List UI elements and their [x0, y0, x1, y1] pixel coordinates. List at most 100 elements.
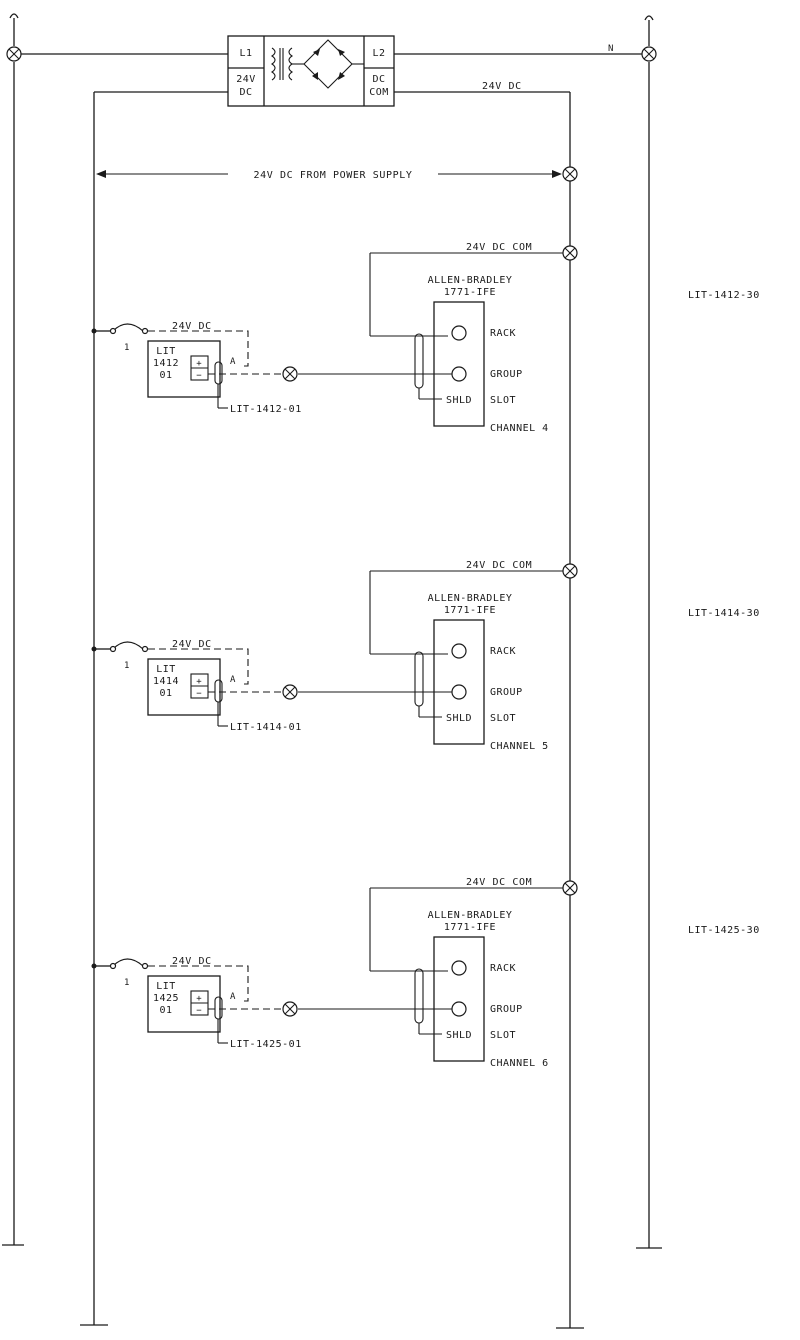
supply-label: 24V DC [172, 321, 212, 332]
bus-label: 24V DC [482, 81, 522, 92]
dc-pos-label-2: DC [239, 87, 252, 98]
switch-icon [112, 323, 144, 332]
tx-line-2: 1412 [153, 358, 179, 369]
tx-line-2: 1425 [153, 993, 179, 1004]
shld-label: SHLD [446, 713, 472, 724]
terminal-com [562, 563, 578, 579]
tx-line-1: LIT [156, 981, 176, 992]
slot-label: SLOT [490, 395, 516, 406]
terminal-com [562, 880, 578, 896]
junction-terminal [282, 366, 298, 382]
shld-label: SHLD [446, 395, 472, 406]
terminal-n [641, 46, 657, 62]
transmitter [147, 658, 221, 716]
group-label: GROUP [490, 369, 523, 380]
loop-tag: LIT-1425-30 [688, 925, 760, 936]
channel-label: CHANNEL 4 [490, 423, 549, 434]
com-label: 24V DC COM [466, 877, 532, 888]
tx-tag: LIT-1412-01 [230, 404, 302, 415]
plus-label: + [196, 994, 202, 1004]
loop-3: 24V DC COM ALLEN-BRADLEY 1771-IFE RACK G… [91, 877, 760, 1069]
card-name: ALLEN-BRADLEY [428, 275, 513, 286]
card-model: 1771-IFE [444, 922, 496, 933]
switch-icon [112, 958, 144, 967]
loop-2: 24V DC COM ALLEN-BRADLEY 1771-IFE RACK G… [91, 560, 760, 752]
card-name: ALLEN-BRADLEY [428, 910, 513, 921]
dc-pos-label-1: 24V [236, 74, 256, 85]
a-label: A [230, 357, 236, 367]
switch-number: 1 [124, 661, 129, 671]
io-card [433, 619, 485, 745]
rack-terminal [451, 960, 467, 976]
card-model: 1771-IFE [444, 287, 496, 298]
minus-label: − [196, 689, 202, 699]
supply-arrow-label: 24V DC FROM POWER SUPPLY [254, 170, 413, 181]
rack-label: RACK [490, 646, 516, 657]
group-label: GROUP [490, 1004, 523, 1015]
terminal-l1 [6, 46, 22, 62]
plus-label: + [196, 359, 202, 369]
rack-terminal [451, 325, 467, 341]
supply-arrow: 24V DC FROM POWER SUPPLY [96, 170, 562, 181]
loop-tag: LIT-1412-30 [688, 290, 760, 301]
ac-rail-right [636, 15, 662, 1249]
rack-label: RACK [490, 328, 516, 339]
dc-com-label-2: COM [369, 87, 389, 98]
bridge-rectifier-icon [292, 39, 364, 89]
transmitter [147, 975, 221, 1033]
channel-label: CHANNEL 5 [490, 741, 549, 752]
a-label: A [230, 675, 236, 685]
slot-label: SLOT [490, 1030, 516, 1041]
card-model: 1771-IFE [444, 605, 496, 616]
supply-label: 24V DC [172, 956, 212, 967]
plus-label: + [196, 677, 202, 687]
junction-terminal [282, 684, 298, 700]
group-terminal [451, 684, 467, 700]
neutral-label: N [608, 44, 613, 54]
tx-line-1: LIT [156, 664, 176, 675]
switch-icon [112, 641, 144, 650]
loop-1: 24V DC COM ALLEN-BRADLEY 1771-IFE RACK G… [91, 242, 760, 434]
ac-rail-left [2, 13, 24, 1246]
l1-label: L1 [239, 48, 252, 59]
tx-line-3: 01 [159, 688, 172, 699]
channel-label: CHANNEL 6 [490, 1058, 549, 1069]
switch-number: 1 [124, 978, 129, 988]
a-label: A [230, 992, 236, 1002]
io-card [433, 301, 485, 427]
shield-oval [414, 651, 424, 707]
l2-label: L2 [372, 48, 385, 59]
dc-positive-bus [80, 91, 228, 1326]
switch-number: 1 [124, 343, 129, 353]
shld-label: SHLD [446, 1030, 472, 1041]
minus-label: − [196, 1006, 202, 1016]
transmitter [147, 340, 221, 398]
loop-tag: LIT-1414-30 [688, 608, 760, 619]
transformer-icon [271, 47, 293, 81]
shield-oval [414, 968, 424, 1024]
rack-label: RACK [490, 963, 516, 974]
io-card [433, 936, 485, 1062]
tx-tag: LIT-1425-01 [230, 1039, 302, 1050]
dc-com-label-1: DC [372, 74, 385, 85]
tx-line-3: 01 [159, 1005, 172, 1016]
tx-tag: LIT-1414-01 [230, 722, 302, 733]
slot-label: SLOT [490, 713, 516, 724]
terminal-supply [562, 166, 578, 182]
shield-oval [414, 333, 424, 389]
tx-line-3: 01 [159, 370, 172, 381]
terminal-com [562, 245, 578, 261]
supply-label: 24V DC [172, 639, 212, 650]
rack-terminal [451, 643, 467, 659]
tx-line-2: 1414 [153, 676, 179, 687]
dc-common-bus [394, 91, 584, 1329]
group-label: GROUP [490, 687, 523, 698]
tx-line-1: LIT [156, 346, 176, 357]
junction-terminal [282, 1001, 298, 1017]
group-terminal [451, 366, 467, 382]
card-name: ALLEN-BRADLEY [428, 593, 513, 604]
com-label: 24V DC COM [466, 242, 532, 253]
power-supply: L1 24V DC L2 DC COM [227, 35, 395, 107]
com-label: 24V DC COM [466, 560, 532, 571]
